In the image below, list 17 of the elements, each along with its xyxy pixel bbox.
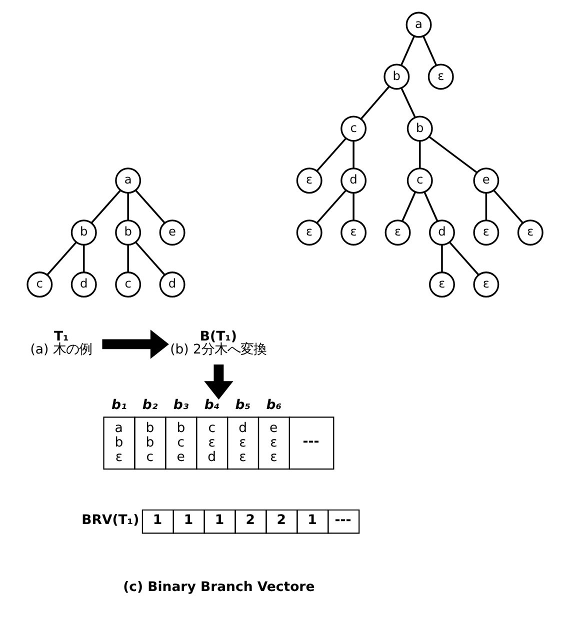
label: 1: [214, 512, 224, 528]
label: 2: [276, 512, 286, 528]
label: 2: [246, 512, 256, 528]
label: (c) Binary Branch Vectore: [123, 580, 315, 595]
node-text: B(T₁) (b) 2分木へ変換: [170, 329, 266, 358]
label: 1: [308, 512, 317, 528]
label: BRV(T₁): [82, 512, 140, 528]
node-label: b₆: [266, 398, 282, 413]
node-label: b₄: [204, 398, 220, 413]
node-label: b₃: [173, 398, 189, 413]
label: ---: [334, 512, 352, 528]
label: 1: [152, 512, 162, 528]
label: 1: [184, 512, 194, 528]
node-label: b₂: [142, 398, 158, 413]
node-text: T₁ (a) 木の例: [30, 329, 92, 358]
node-label: b₁: [112, 398, 127, 413]
node-label: b₅: [235, 398, 251, 413]
